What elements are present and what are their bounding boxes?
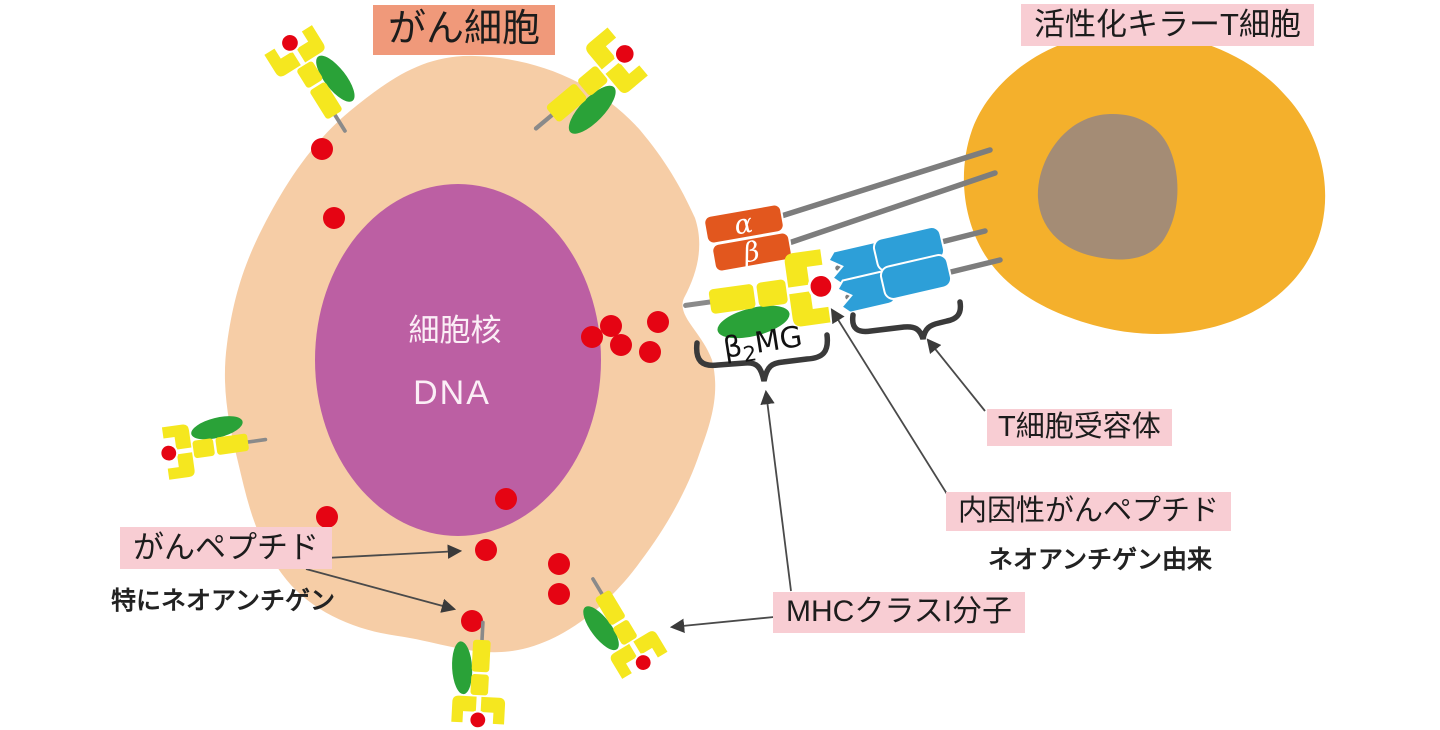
beta-chain-box (711, 231, 793, 273)
cancer-nucleus (315, 184, 601, 536)
t-cell-body (963, 31, 1326, 334)
alpha-chain-label: α (732, 208, 755, 242)
nucleus-title: 細胞核 (409, 313, 502, 348)
cd8-coreceptor: α β (703, 203, 793, 273)
mhc-class1-label: MHCクラスI分子 (773, 592, 1026, 633)
mhc-brace (693, 332, 831, 382)
killer-t-cell-label: 活性化キラーT細胞 (1021, 4, 1314, 46)
tcr-brace (849, 299, 964, 340)
b2mg-subscript: 2 (741, 341, 758, 367)
endogenous-peptide-label: 内因性がんペプチド (946, 492, 1232, 532)
cancer-peptide-dots (311, 138, 669, 632)
b2mg-suffix: MG (752, 319, 804, 360)
b2mg-label: β2MG (721, 319, 806, 370)
beta-chain-label: β (740, 236, 762, 269)
nucleus-dna: DNA (413, 374, 491, 412)
t-cell-nucleus (1037, 114, 1178, 260)
b2mg-beta: β (721, 328, 745, 364)
cancer-peptide-note: 特にネオアンチゲン (111, 587, 336, 615)
cancer-peptide-label: がんペプチド (120, 527, 332, 569)
tcr-label: T細胞受容体 (987, 409, 1172, 447)
cancer-cell-body (224, 55, 716, 653)
t-cell-receptor (827, 226, 953, 314)
cancer-cell-label: がん細胞 (373, 5, 556, 55)
endogenous-peptide-origin-note: ネオアンチゲン由来 (988, 546, 1213, 574)
